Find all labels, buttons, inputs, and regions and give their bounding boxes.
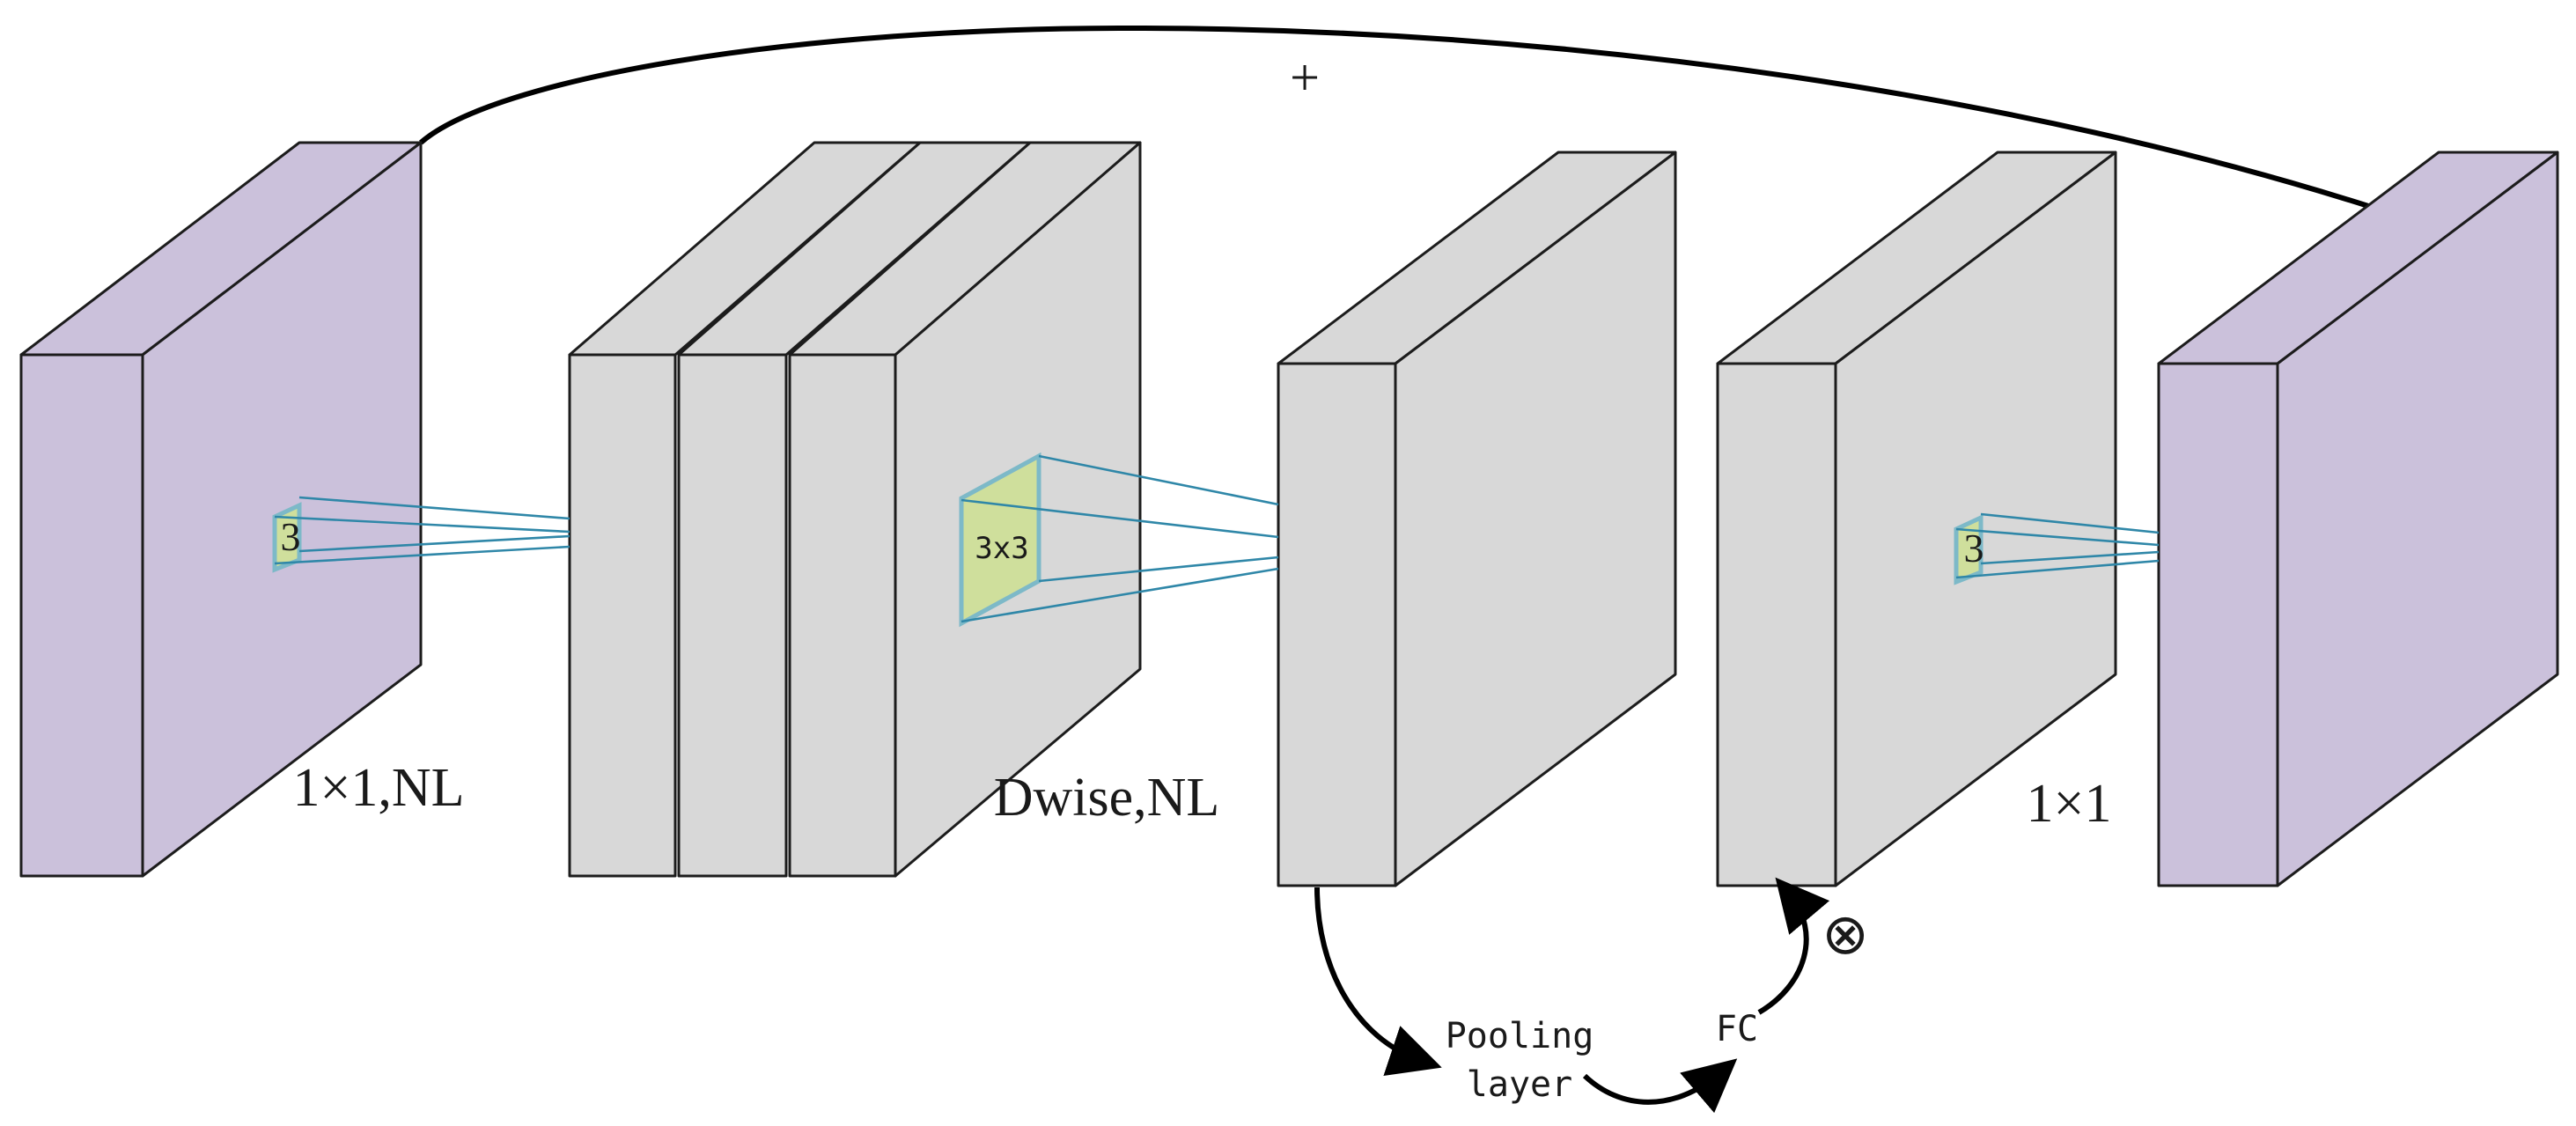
connection-line [1980, 550, 2160, 565]
projection-block-front [2157, 362, 2279, 887]
fc-to-block-arrow [1757, 877, 1830, 1015]
expansion-block-label: 1×1,NL [292, 758, 464, 818]
depthwise-channel-3-front [788, 353, 897, 878]
projection-block [2157, 151, 2559, 887]
depthwise-block [568, 141, 1142, 878]
expansion-block [19, 141, 423, 878]
pooled-feature-block-front [1277, 362, 1397, 887]
connection-line [274, 515, 570, 534]
kernel-patch-right-label: 3 [1964, 526, 1984, 570]
depthwise-channel-2-front [677, 353, 788, 878]
pooling-branch-arrow [1314, 887, 1442, 1077]
connection-line [1955, 527, 2160, 547]
connection-line [1038, 454, 1279, 506]
se-weighted-block-front [1716, 362, 1837, 887]
pooled-feature-block-side [1394, 151, 1677, 887]
depthwise-block-label: Dwise,NL [994, 768, 1220, 828]
projection-block-side [2276, 151, 2559, 887]
kernel-patch-left [272, 502, 302, 573]
expansion-block-side [141, 141, 423, 878]
connection-line [274, 545, 570, 565]
connection-line [1955, 559, 2160, 579]
connection-line [1980, 512, 2160, 534]
multiply-symbol: ⊗ [1822, 903, 1869, 966]
fc-label: FC [1716, 1009, 1758, 1049]
depthwise-channel-1-front [568, 353, 677, 878]
connection-line [960, 498, 1279, 539]
connection-line [1038, 556, 1279, 583]
pooling-layer-label-line2: layer [1467, 1064, 1572, 1105]
pooling-layer-label-line1: Pooling [1446, 1016, 1594, 1056]
residual-plus-sign: + [1290, 48, 1320, 107]
kernel-patch-mid-label: 3x3 [975, 531, 1028, 566]
kernel-patch-right [1954, 514, 1984, 585]
pooling-to-fc-arrow [1582, 1058, 1738, 1114]
projection-block-label: 1×1 [2027, 774, 2112, 834]
kernel-patch-left-label: 3 [281, 514, 301, 559]
depthwise-channel-1-top [568, 141, 922, 357]
connection-line [298, 496, 570, 520]
kernel-patch-mid-group: 3x3 [959, 452, 1279, 628]
connection-line [960, 567, 1279, 623]
kernel-patch-right-group: 3 [1954, 512, 2160, 585]
kernel-patch-left-group: 3 [272, 496, 570, 573]
residual-connection [419, 25, 2369, 209]
connection-line [298, 534, 570, 553]
pooled-feature-block [1277, 151, 1677, 887]
expansion-block-front [19, 353, 144, 878]
